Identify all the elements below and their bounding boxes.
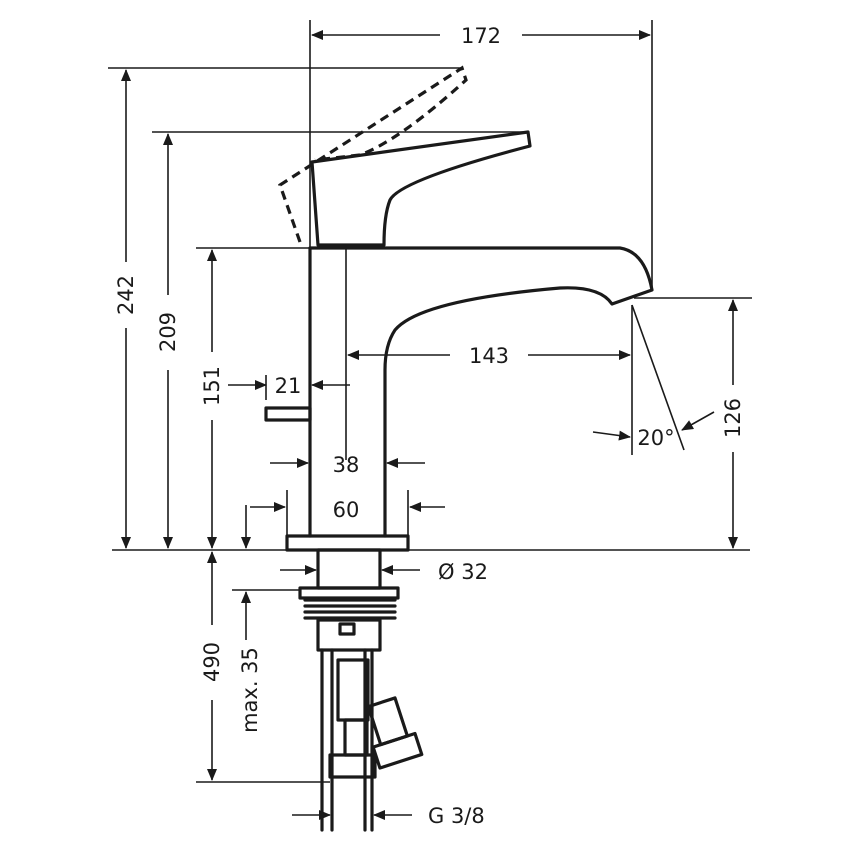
- lock-nut: [298, 586, 400, 600]
- under-counter-parts: [298, 548, 424, 832]
- dim-60: 60: [333, 498, 360, 522]
- dim-209: 209: [156, 312, 180, 352]
- lever-raised-outline: [278, 65, 468, 243]
- lever-handle: [310, 130, 532, 247]
- dim-126: 126: [721, 398, 745, 438]
- dim-max-35: max. 35: [238, 647, 262, 733]
- dim-242: 242: [114, 275, 138, 315]
- popup-rod: [264, 406, 312, 422]
- dim-g-3-8: G 3/8: [428, 804, 485, 828]
- dim-143: 143: [469, 344, 509, 368]
- dim-172: 172: [461, 24, 501, 48]
- connector-right: [366, 696, 424, 770]
- dim-21: 21: [275, 374, 302, 398]
- fixing-body: [316, 618, 382, 652]
- faucet-spout: [308, 246, 654, 538]
- dim-20-degrees: 20°: [637, 426, 674, 450]
- base-plate: [285, 534, 410, 552]
- dim-38: 38: [333, 453, 360, 477]
- faucet-body: [264, 65, 654, 552]
- dim-490: 490: [200, 642, 224, 682]
- dim-151: 151: [200, 366, 224, 406]
- dimension-arrows: [121, 30, 738, 820]
- threads: [303, 598, 397, 620]
- dim-diameter-32: Ø 32: [438, 560, 488, 584]
- shank: [316, 548, 382, 590]
- reference-lines: [108, 20, 752, 830]
